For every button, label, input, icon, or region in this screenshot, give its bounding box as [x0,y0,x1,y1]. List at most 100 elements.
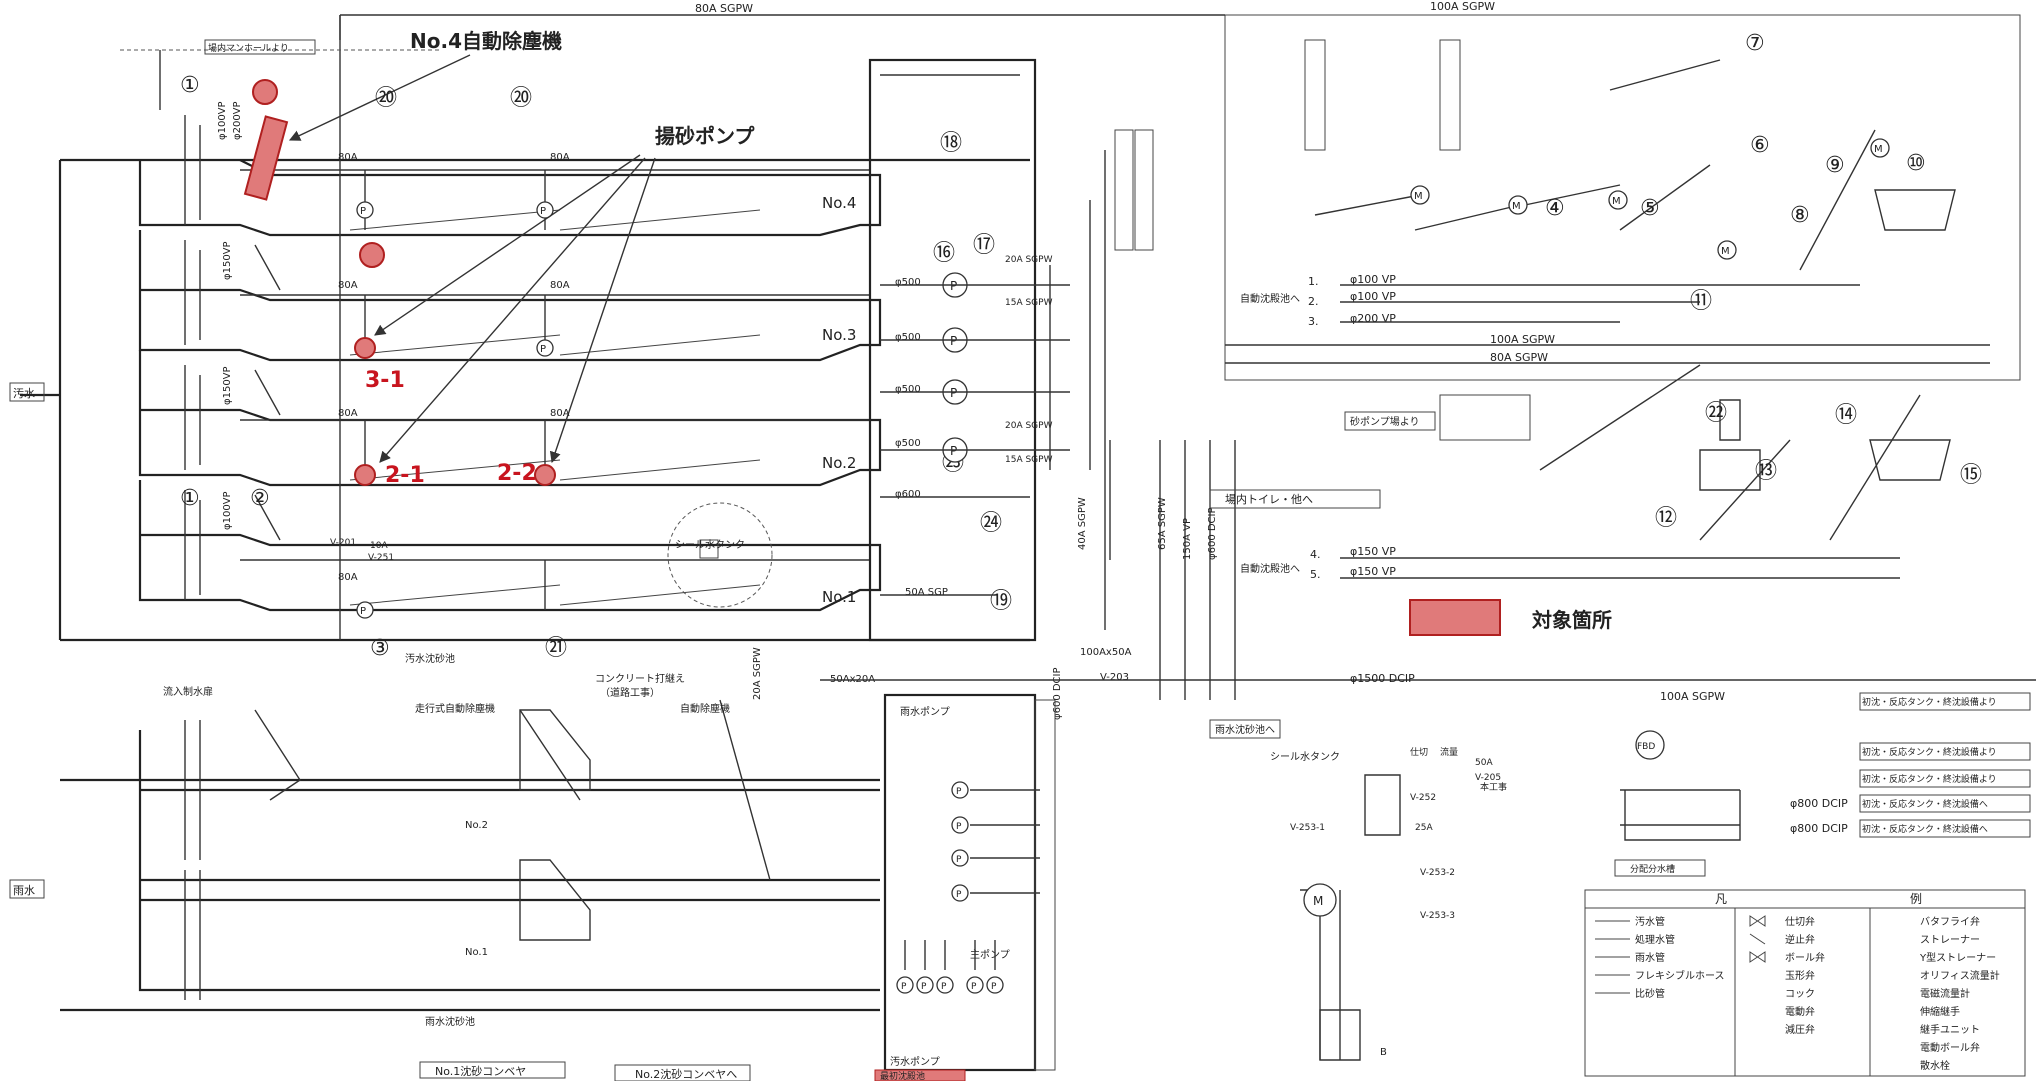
svg-text:80A: 80A [338,572,358,583]
svg-text:V-203: V-203 [1100,672,1129,683]
svg-text:M: M [1414,191,1423,202]
svg-text:雨水沈砂池へ: 雨水沈砂池へ [1215,723,1275,736]
svg-text:例: 例 [1910,892,1922,906]
svg-text:電磁流量計: 電磁流量計 [1920,987,1970,1000]
svg-text:φ600 DCIP: φ600 DCIP [1052,667,1063,720]
svg-text:80A SGPW: 80A SGPW [1490,351,1548,364]
svg-text:V-201: V-201 [330,538,356,548]
svg-text:⑰: ⑰ [973,233,995,258]
svg-text:シール水タンク: シール水タンク [675,539,745,551]
svg-text:φ100 VP: φ100 VP [1350,273,1396,286]
svg-text:雨水沈砂池: 雨水沈砂池 [425,1015,475,1028]
svg-text:⑦: ⑦ [1745,31,1765,56]
rain-pump-room: 雨水ポンプ 主ポンプ 汚水ポンプ 最初沈殿池 P P P P P P P P P [874,693,1056,1081]
svg-text:初沈・反応タンク・終沈設備より: 初沈・反応タンク・終沈設備より [1862,696,1997,708]
svg-text:M: M [1512,201,1521,212]
legend-table: 凡 例 汚水管 仕切弁 バタフライ弁 処理水管 逆止弁 ストレーナー 雨水管 ボ… [1584,889,2026,1077]
svg-text:⑥: ⑥ [1750,133,1770,158]
svg-text:50A SGP: 50A SGP [905,587,948,598]
svg-text:FBD: FBD [1637,742,1655,752]
svg-text:φ600: φ600 [895,489,921,500]
svg-text:⑭: ⑭ [1835,403,1857,428]
svg-text:P: P [956,787,962,797]
svg-text:100A SGPW: 100A SGPW [1430,0,1495,13]
svg-text:φ600 DCIP: φ600 DCIP [1207,507,1218,560]
svg-text:処理水管: 処理水管 [1635,933,1675,946]
svg-text:汚水ポンプ: 汚水ポンプ [890,1055,940,1068]
rain-grit-channels: 雨水 No.2 No.1 流入制水扉 走行式自動除塵機 自動除塵機 雨水沈砂池 … [9,685,880,1081]
svg-text:⑱: ⑱ [940,131,962,156]
svg-text:80A: 80A [550,280,570,291]
svg-text:100Ax50A: 100Ax50A [1080,647,1132,658]
svg-text:V-253-3: V-253-3 [1420,911,1455,921]
svg-text:自動除塵機: 自動除塵機 [680,702,730,715]
svg-text:P: P [360,206,366,217]
svg-text:雨水管: 雨水管 [1635,951,1665,964]
svg-text:P: P [921,982,927,992]
svg-text:仕切: 仕切 [1410,746,1428,758]
target-marker-2-top [252,79,278,105]
grit-washing-system: 砂ポンプ場より ㉒ ⑬ ⑫ ⑭ ⑮ 4. 5. φ150 VP φ150 VP … [1240,364,1982,581]
svg-text:場内トイレ・他へ: 場内トイレ・他へ [1225,492,1313,506]
svg-text:P: P [950,334,957,348]
svg-text:P: P [950,386,957,400]
svg-text:P: P [941,982,947,992]
svg-text:P: P [901,982,907,992]
svg-text:M: M [1612,196,1621,207]
svg-text:φ150 VP: φ150 VP [1350,545,1396,558]
svg-text:最初沈殿池: 最初沈殿池 [880,1070,925,1081]
channel-label-no2: No.2 [822,454,856,472]
svg-text:雨水: 雨水 [13,884,35,897]
svg-text:φ500: φ500 [895,277,921,288]
svg-text:φ150 VP: φ150 VP [1350,565,1396,578]
svg-text:シール水タンク: シール水タンク [1270,751,1340,763]
svg-text:Y型ストレーナー: Y型ストレーナー [1919,951,1996,964]
channel-label-no3: No.3 [822,326,856,344]
svg-text:初沈・反応タンク・終沈設備より: 初沈・反応タンク・終沈設備より [1862,746,1997,758]
svg-text:㉑: ㉑ [545,636,567,661]
svg-text:50A: 50A [1475,758,1493,768]
svg-text:P: P [956,822,962,832]
svg-text:80A: 80A [338,280,358,291]
target-marker-3 [359,242,385,268]
svg-text:No.2沈砂コンベヤへ: No.2沈砂コンベヤへ [635,1067,737,1081]
svg-text:P: P [950,444,957,458]
svg-text:⑤: ⑤ [1640,196,1660,221]
svg-text:自動沈殿池へ: 自動沈殿池へ [1240,292,1300,305]
svg-text:20A SGPW: 20A SGPW [1005,255,1053,265]
pump-p-row: P P P P [942,272,968,463]
svg-text:コンクリート打継え: コンクリート打継え [595,672,685,685]
svg-text:⑬: ⑬ [1755,459,1777,484]
svg-text:P: P [991,982,997,992]
svg-text:⑳: ⑳ [510,86,532,111]
svg-text:汚水: 汚水 [13,387,35,400]
svg-text:V-252: V-252 [1410,793,1436,803]
svg-text:80A: 80A [338,152,358,163]
svg-text:②: ② [250,486,270,511]
svg-text:コック: コック [1785,988,1815,1000]
svg-text:初沈・反応タンク・終沈設備へ: 初沈・反応タンク・終沈設備へ [1862,798,1988,810]
svg-text:P: P [956,855,962,865]
middle-pipes: 40A SGPW 65A SGPW 150A VP φ600 DCIP φ600… [752,440,2036,739]
svg-text:P: P [360,606,366,617]
svg-text:ボール弁: ボール弁 [1785,951,1825,964]
svg-text:φ200VP: φ200VP [232,101,243,140]
svg-text:継手ユニット: 継手ユニット [1920,1023,1980,1036]
svg-text:φ800 DCIP: φ800 DCIP [1790,797,1848,810]
svg-text:伸縮継手: 伸縮継手 [1920,1005,1960,1018]
svg-text:⑯: ⑯ [933,241,955,266]
svg-text:流量: 流量 [1440,746,1458,758]
svg-text:φ100VP: φ100VP [217,101,228,140]
svg-text:M: M [1874,144,1883,155]
svg-text:φ500: φ500 [895,384,921,395]
svg-text:P: P [950,279,957,293]
svg-text:減圧弁: 減圧弁 [1785,1023,1815,1036]
svg-text:凡: 凡 [1715,892,1727,906]
svg-text:B: B [1380,1047,1387,1058]
dust-remover-title: No.4自動除塵機 [410,29,562,53]
svg-text:㉔: ㉔ [980,511,1002,536]
svg-text:⑪: ⑪ [1690,289,1712,314]
svg-text:φ100VP: φ100VP [222,491,233,530]
svg-text:P: P [971,982,977,992]
svg-text:①: ① [180,73,200,98]
